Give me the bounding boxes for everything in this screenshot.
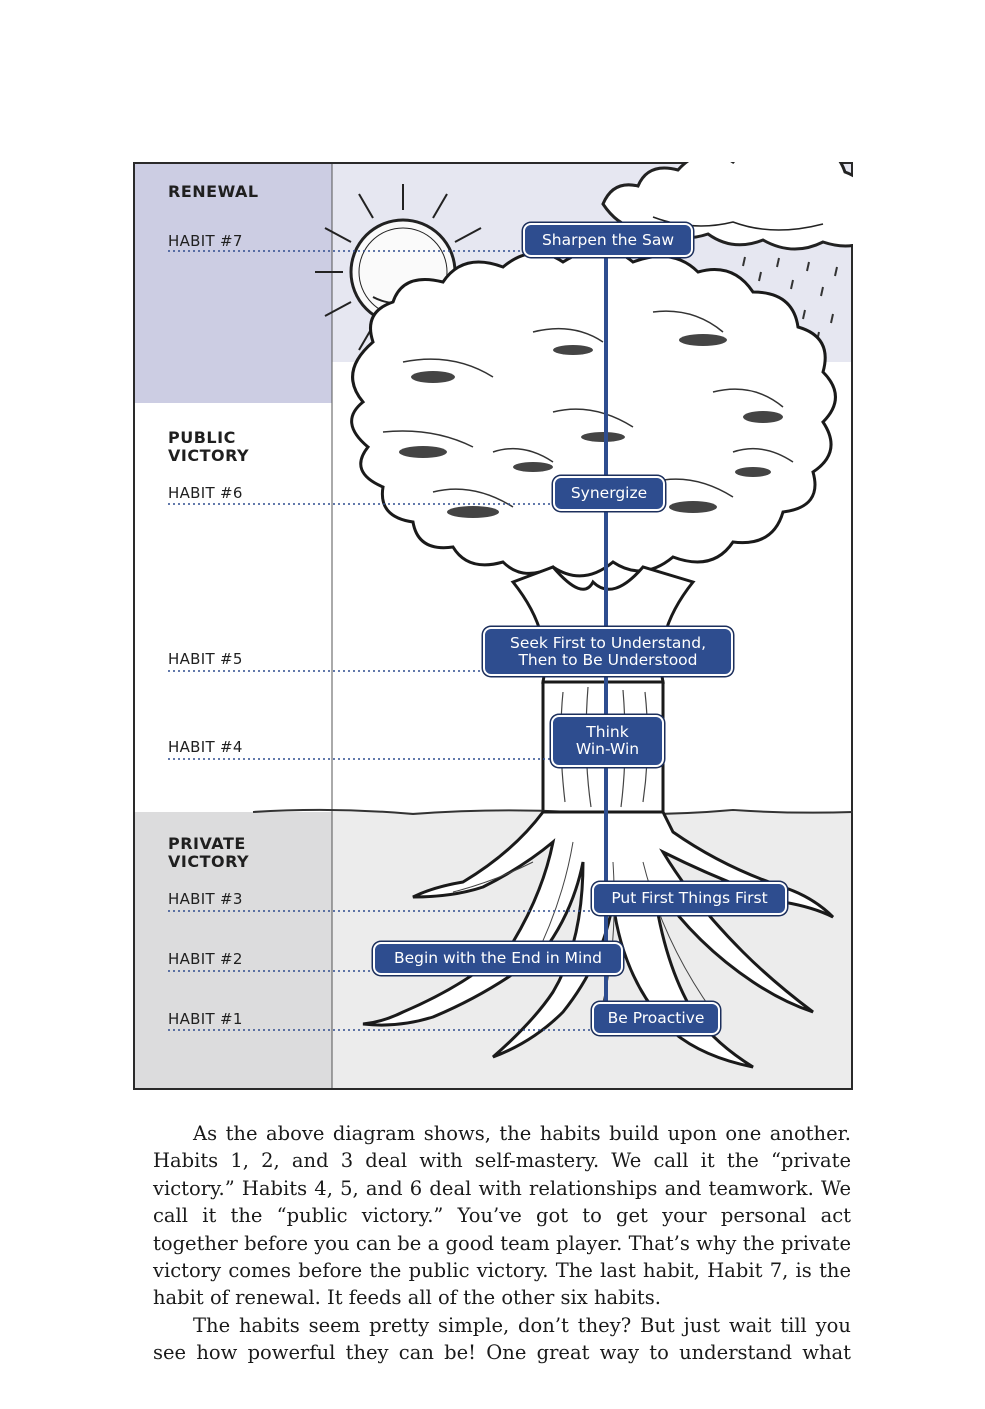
public-victory-label-line-2: VICTORY bbox=[168, 446, 250, 465]
habit-3-pill: Put First Things First bbox=[592, 882, 787, 915]
habit-4-pill-line-1: Think bbox=[586, 723, 629, 741]
habit-4-pill-line-2: Win-Win bbox=[575, 740, 640, 758]
habit-6-label: HABIT #6 bbox=[168, 484, 243, 502]
habit-3-label: HABIT #3 bbox=[168, 890, 243, 908]
public-victory-label-line-1: PUBLIC bbox=[168, 428, 236, 447]
habit-5-label: HABIT #5 bbox=[168, 650, 243, 668]
habit-5-pill-line-1: Seek First to Understand, bbox=[509, 633, 706, 652]
private-victory-band-label: PRIVATE VICTORY bbox=[168, 835, 249, 871]
diagram-frame bbox=[133, 162, 853, 1090]
public-victory-band-label: PUBLIC VICTORY bbox=[168, 429, 249, 465]
renewal-band-label: RENEWAL bbox=[168, 182, 259, 201]
paragraph-1: As the above diagram shows, the habits b… bbox=[153, 1122, 851, 1310]
habit-7-label: HABIT #7 bbox=[168, 232, 243, 250]
body-text: As the above diagram shows, the habits b… bbox=[153, 1120, 851, 1367]
leader-lines bbox=[168, 250, 593, 1031]
renewal-band bbox=[133, 162, 332, 403]
habit-2-label: HABIT #2 bbox=[168, 950, 243, 968]
private-victory-band bbox=[133, 812, 332, 1090]
canopy-texture bbox=[399, 334, 783, 518]
habit-1-pill: Be Proactive bbox=[592, 1002, 720, 1035]
habit-2-pill: Begin with the End in Mind bbox=[373, 942, 623, 975]
habit-4-label: HABIT #4 bbox=[168, 738, 243, 756]
tree-roots bbox=[362, 810, 835, 1069]
habit-4-pill: Think Win-Win bbox=[551, 715, 664, 767]
habit-1-label: HABIT #1 bbox=[168, 1010, 243, 1028]
habit-6-pill: Synergize bbox=[553, 476, 665, 511]
tree-canopy bbox=[350, 248, 837, 578]
habit-5-pill: Seek First to Understand, Then to Be Und… bbox=[483, 627, 733, 676]
private-victory-label-line-1: PRIVATE bbox=[168, 834, 246, 853]
private-victory-label-line-2: VICTORY bbox=[168, 852, 250, 871]
habit-5-pill-line-2: Then to Be Understood bbox=[518, 650, 698, 669]
paragraph-2: The habits seem pretty simple, don’t the… bbox=[153, 1313, 851, 1365]
habit-7-pill: Sharpen the Saw bbox=[523, 223, 693, 257]
